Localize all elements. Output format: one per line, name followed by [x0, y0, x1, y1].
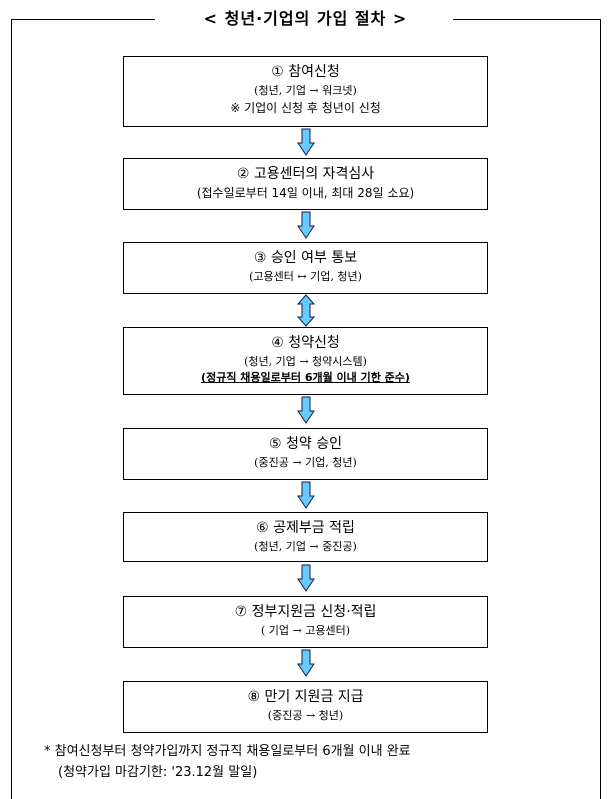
- down-arrow-icon: [297, 128, 315, 156]
- frame-left-line: [11, 19, 12, 799]
- step-7-box: ⑦ 정부지원금 신청·적립 ( 기업 → 고용센터): [123, 596, 488, 648]
- step-1-note: ※ 기업이 신청 후 청년이 신청: [230, 101, 381, 115]
- step-5-box: ⑤ 청약 승인 (중진공 → 기업, 청년): [123, 428, 488, 480]
- diagram-title: < 청년·기업의 가입 절차 >: [203, 9, 408, 28]
- step-2-heading: ② 고용센터의 자격심사: [236, 166, 375, 182]
- down-arrow-icon: [297, 649, 315, 677]
- step-4-deadline: (정규직 채용일로부터 6개월 이내 기한 준수): [201, 371, 410, 384]
- step-2-box: ② 고용센터의 자격심사 (접수일로부터 14일 이내, 최대 28일 소요): [123, 158, 488, 210]
- footnote-line-1: * 참여신청부터 청약가입까지 정규직 채용일로부터 6개월 이내 완료: [44, 744, 411, 759]
- step-4-subtext: (청년, 기업 → 청약시스템): [244, 355, 367, 368]
- step-5-subtext: (중진공 → 기업, 청년): [254, 456, 357, 469]
- down-arrow-icon: [297, 481, 315, 509]
- step-3-subtext: (고용센터 ↔ 기업, 청년): [249, 270, 362, 283]
- step-7-heading: ⑦ 정부지원금 신청·적립: [234, 604, 377, 620]
- footnote-line-2: (청약가입 마감기한: '23.12월 말일): [58, 765, 258, 780]
- step-1-subtext: (청년, 기업 → 워크넷): [254, 84, 357, 97]
- frame-top-right-line: [453, 19, 601, 20]
- step-5-heading: ⑤ 청약 승인: [269, 436, 342, 452]
- step-3-heading: ③ 승인 여부 통보: [253, 250, 358, 266]
- step-6-box: ⑥ 공제부금 적립 (청년, 기업 → 중진공): [123, 512, 488, 562]
- down-arrow-icon: [297, 564, 315, 592]
- step-1-heading: ① 참여신청: [271, 64, 340, 80]
- step-8-heading: ⑧ 만기 지원금 지급: [247, 689, 364, 705]
- step-6-subtext: (청년, 기업 → 중진공): [254, 540, 357, 553]
- step-3-box: ③ 승인 여부 통보 (고용센터 ↔ 기업, 청년): [123, 242, 488, 294]
- step-4-heading: ④ 청약신청: [271, 335, 340, 351]
- step-2-subtext: (접수일로부터 14일 이내, 최대 28일 소요): [196, 186, 415, 200]
- frame-top-left-line: [11, 19, 155, 20]
- step-6-heading: ⑥ 공제부금 적립: [256, 520, 355, 536]
- up-down-arrow-icon: [297, 294, 315, 327]
- down-arrow-icon: [297, 396, 315, 424]
- step-8-subtext: (중진공 → 청년): [267, 709, 344, 722]
- frame-right-line: [600, 19, 601, 799]
- step-4-box: ④ 청약신청 (청년, 기업 → 청약시스템) (정규직 채용일로부터 6개월 …: [123, 327, 488, 395]
- step-1-box: ① 참여신청 (청년, 기업 → 워크넷) ※ 기업이 신청 후 청년이 신청: [123, 56, 488, 127]
- down-arrow-icon: [297, 211, 315, 239]
- step-8-box: ⑧ 만기 지원금 지급 (중진공 → 청년): [123, 681, 488, 733]
- step-7-subtext: ( 기업 → 고용센터): [260, 624, 350, 637]
